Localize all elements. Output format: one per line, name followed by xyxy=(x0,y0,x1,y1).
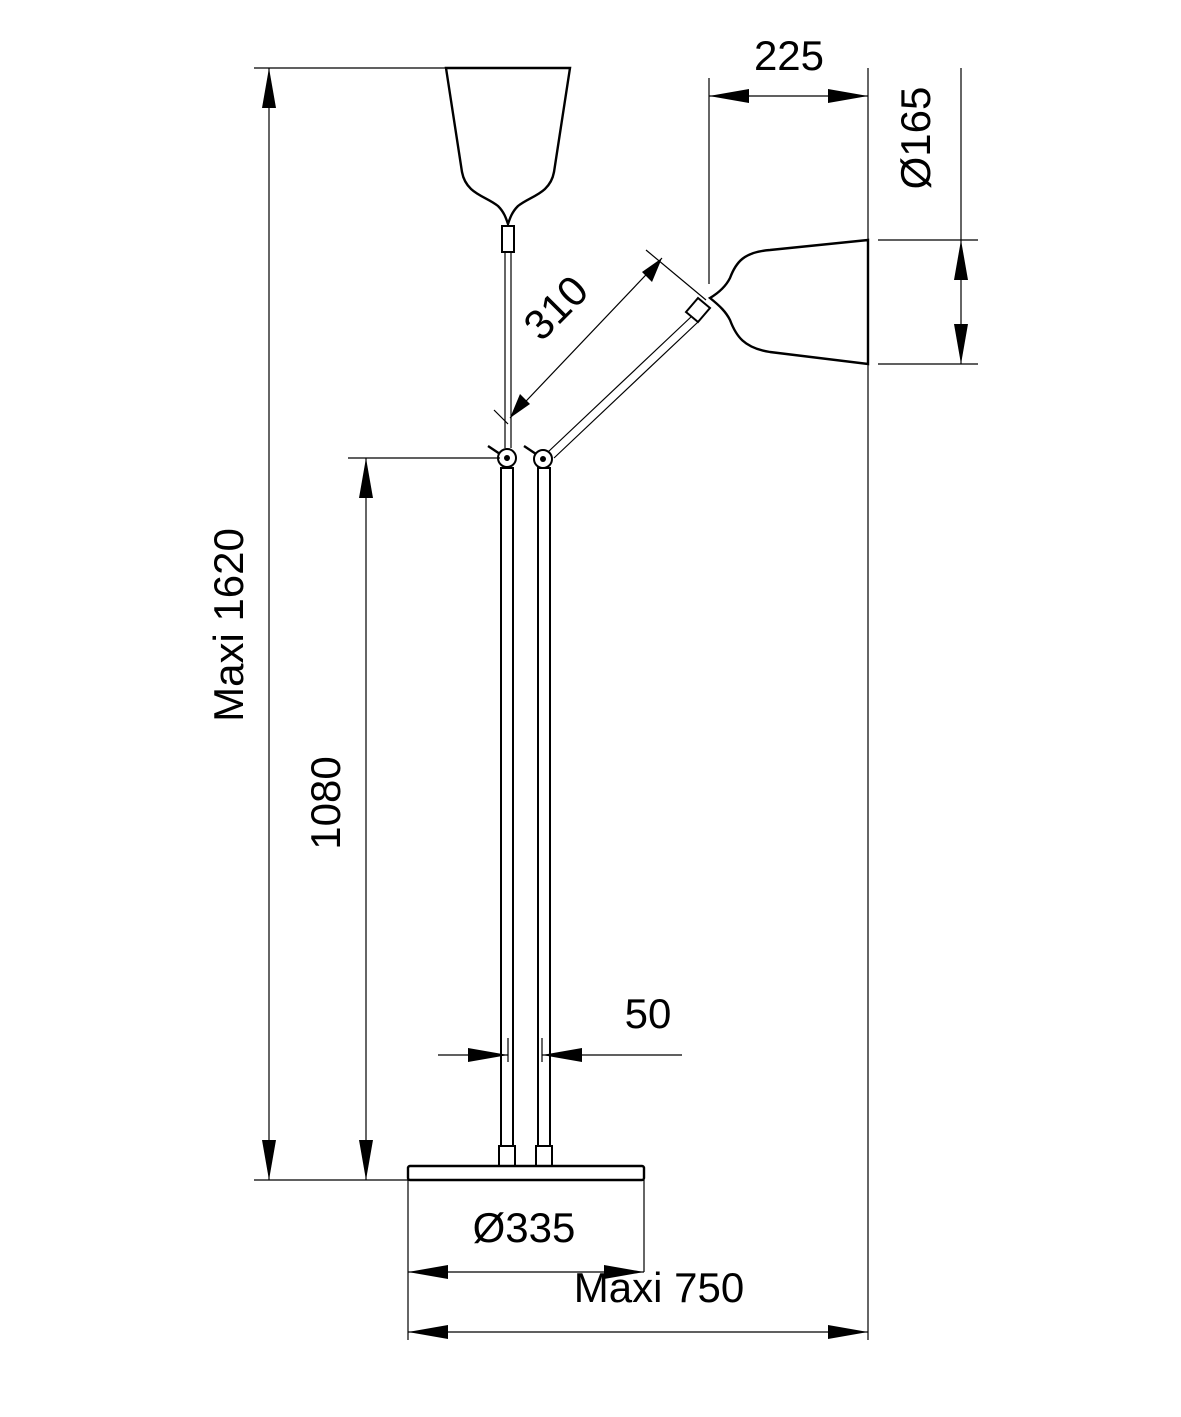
total-height-dimension: Maxi 1620 xyxy=(205,67,446,1181)
pole-spacing-dimension: 50 xyxy=(438,990,682,1062)
arm-rod-a xyxy=(547,315,693,453)
arm-length-label: 310 xyxy=(514,266,597,349)
pole-spacing-label: 50 xyxy=(625,990,672,1037)
shade-diameter-label: Ø165 xyxy=(892,87,939,190)
side-shade xyxy=(707,238,870,366)
main-pole-joint xyxy=(487,445,517,468)
total-width-dimension: Maxi 750 xyxy=(407,364,869,1340)
arm-connector xyxy=(684,296,712,324)
base-diameter-label: Ø335 xyxy=(473,1204,576,1251)
arm-joint xyxy=(523,445,553,469)
joint-height-label: 1080 xyxy=(302,756,349,849)
arm-length-dimension: 310 xyxy=(493,249,707,425)
shade-diameter-dimension: Ø165 xyxy=(878,68,978,365)
total-width-label: Maxi 750 xyxy=(574,1264,744,1311)
shade-offset-dimension: 225 xyxy=(708,32,869,284)
main-pole-collar xyxy=(498,1145,516,1167)
top-shade xyxy=(444,66,572,228)
arm-rod-b xyxy=(553,321,699,459)
lamp-outline xyxy=(406,66,870,1182)
second-pole-lower xyxy=(537,467,551,1147)
base-diameter-dimension: Ø335 xyxy=(407,1180,645,1279)
main-pole-lower xyxy=(500,467,514,1147)
total-height-label: Maxi 1620 xyxy=(205,528,252,722)
top-shade-connector xyxy=(501,225,515,253)
joint-height-dimension: 1080 xyxy=(302,457,500,1180)
lamp-base xyxy=(406,1164,646,1182)
second-pole-collar xyxy=(535,1145,553,1167)
shade-offset-label: 225 xyxy=(754,32,824,79)
